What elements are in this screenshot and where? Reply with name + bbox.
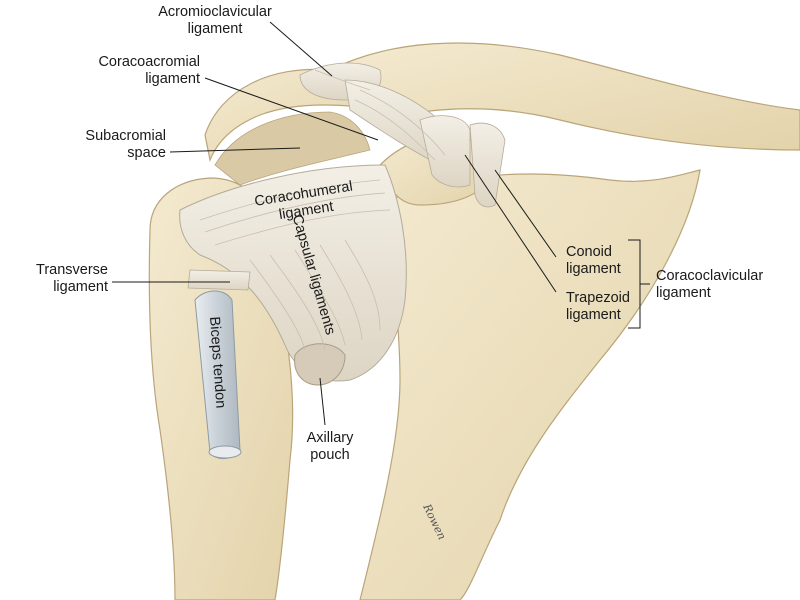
biceps-tendon-end <box>208 445 242 459</box>
scapula <box>359 169 701 600</box>
label-trapezoid-ligament: Trapezoid ligament <box>566 290 630 323</box>
label-coracoacromial-ligament: Coracoacromial ligament <box>98 54 200 87</box>
transverse-ligament <box>187 269 251 291</box>
clavicle <box>328 42 800 151</box>
label-acromioclavicular-ligament: Acromioclavicular ligament <box>158 4 272 37</box>
trapezoid-ligament <box>419 115 471 188</box>
label-coracoclavicular-ligament: Coracoclavicular ligament <box>656 268 764 301</box>
label-transverse-ligament: Transverse ligament <box>36 262 108 295</box>
joint-capsule <box>179 164 407 382</box>
label-subacromial-space: Subacromial space <box>85 128 166 161</box>
conoid-ligament <box>469 122 506 208</box>
axillary-pouch <box>294 343 346 386</box>
ligament-fibers <box>199 69 446 351</box>
label-conoid-ligament: Conoid ligament <box>566 244 621 277</box>
label-axillary-pouch: Axillary pouch <box>306 430 354 463</box>
leader-lines <box>112 21 650 426</box>
